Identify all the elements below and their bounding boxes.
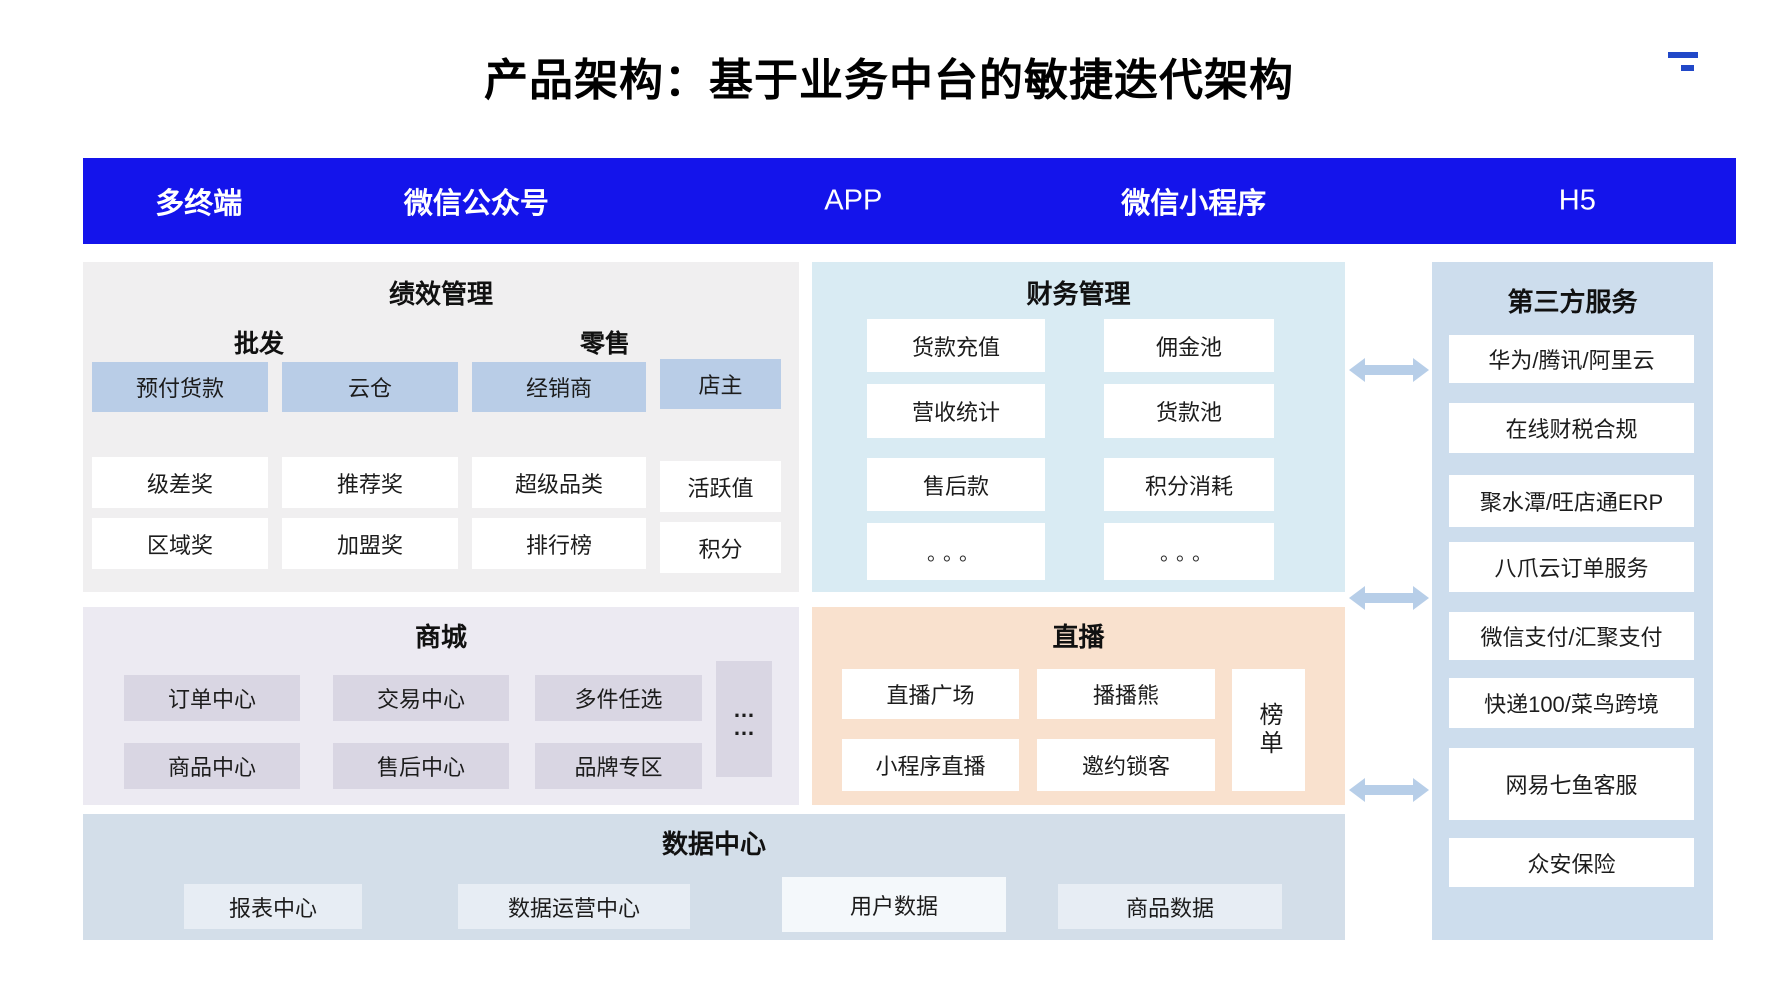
live-box: 邀约锁客	[1037, 739, 1215, 791]
finance-box: 货款充值	[867, 319, 1045, 372]
third-party-item: 八爪云订单服务	[1449, 542, 1694, 592]
perf-highlight-box: 店主	[660, 359, 781, 409]
live-box: 播播熊	[1037, 669, 1215, 719]
mall-box: 商品中心	[124, 743, 300, 789]
section-title: 财务管理	[1026, 279, 1131, 309]
channel-h5: H5	[1558, 184, 1596, 217]
section-title: 数据中心	[661, 829, 766, 859]
double-arrow-icon	[1349, 586, 1429, 610]
section-mall: 商城 订单中心 交易中心 多件任选 商品中心 售后中心 品牌专区 … …	[83, 607, 799, 805]
section-title: 第三方服务	[1507, 287, 1638, 317]
finance-box: 积分消耗	[1104, 458, 1274, 511]
perf-box: 积分	[660, 522, 781, 573]
ellipsis-icon: …	[733, 715, 755, 740]
channel-app: APP	[824, 184, 883, 217]
data-center-box: 数据运营中心	[458, 884, 690, 929]
live-box: 直播广场	[842, 669, 1019, 719]
section-title: 直播	[1052, 622, 1105, 652]
page-title: 产品架构：基于业务中台的敏捷迭代架构	[484, 56, 1294, 105]
perf-box: 级差奖	[92, 457, 268, 508]
mall-more-box: … …	[716, 661, 772, 777]
finance-box-more: 。。。	[867, 523, 1045, 580]
section-data-center: 数据中心 报表中心 数据运营中心 用户数据 商品数据	[83, 814, 1345, 940]
finance-box-more: 。。。	[1104, 523, 1274, 580]
client-channels-bar: 多终端 微信公众号 APP 微信小程序 H5	[83, 158, 1736, 244]
live-box: 小程序直播	[842, 739, 1019, 791]
third-party-item: 在线财税合规	[1449, 403, 1694, 453]
mall-box: 品牌专区	[535, 743, 702, 789]
perf-box: 活跃值	[660, 461, 781, 512]
third-party-item: 微信支付/汇聚支付	[1449, 612, 1694, 660]
mall-box: 售后中心	[333, 743, 509, 789]
third-party-item: 聚水潭/旺店通ERP	[1449, 475, 1694, 527]
data-center-box: 商品数据	[1058, 884, 1282, 929]
data-center-box: 报表中心	[184, 884, 362, 929]
section-title: 商城	[414, 622, 467, 652]
third-party-item: 快递100/菜鸟跨境	[1449, 678, 1694, 728]
third-party-item: 网易七鱼客服	[1449, 748, 1694, 820]
data-center-box: 用户数据	[782, 877, 1006, 932]
section-title: 绩效管理	[388, 279, 493, 309]
double-arrow-icon	[1349, 778, 1429, 802]
perf-highlight-box: 预付货款	[92, 362, 268, 412]
perf-highlight-box: 经销商	[472, 362, 646, 412]
group-label-wholesale: 批发	[233, 330, 285, 358]
perf-box: 区域奖	[92, 518, 268, 569]
company-logo-icon	[1668, 52, 1702, 76]
channel-wechat-mini-program: 微信小程序	[1121, 188, 1267, 220]
perf-box: 推荐奖	[282, 457, 458, 508]
section-finance-management: 财务管理 货款充值 佣金池 营收统计 货款池 售后款 积分消耗 。。。 。。。	[812, 262, 1345, 592]
mall-box: 多件任选	[535, 675, 702, 721]
group-label-retail: 零售	[579, 330, 631, 358]
live-ranking-box: 榜单	[1232, 669, 1305, 791]
finance-box: 营收统计	[867, 384, 1045, 438]
perf-box: 加盟奖	[282, 518, 458, 569]
finance-box: 售后款	[867, 458, 1045, 511]
mall-box: 订单中心	[124, 675, 300, 721]
ellipsis-icon: …	[733, 697, 755, 722]
channel-wechat-official-account: 微信公众号	[403, 188, 549, 220]
perf-box: 超级品类	[472, 457, 646, 508]
perf-highlight-box: 云仓	[282, 362, 458, 412]
third-party-item: 众安保险	[1449, 838, 1694, 887]
section-performance-management: 绩效管理 批发 零售 预付货款 云仓 经销商 店主 级差奖 推荐奖 超级品类 活…	[83, 262, 799, 592]
section-live-streaming: 直播 直播广场 播播熊 小程序直播 邀约锁客 榜单	[812, 607, 1345, 805]
finance-box: 佣金池	[1104, 319, 1274, 372]
section-third-party-services: 第三方服务 华为/腾讯/阿里云 在线财税合规 聚水潭/旺店通ERP 八爪云订单服…	[1432, 262, 1713, 940]
perf-box: 排行榜	[472, 518, 646, 569]
finance-box: 货款池	[1104, 384, 1274, 438]
double-arrow-icon	[1349, 358, 1429, 382]
third-party-item: 华为/腾讯/阿里云	[1449, 335, 1694, 383]
channel-multi-terminal: 多终端	[155, 188, 243, 220]
mall-box: 交易中心	[333, 675, 509, 721]
